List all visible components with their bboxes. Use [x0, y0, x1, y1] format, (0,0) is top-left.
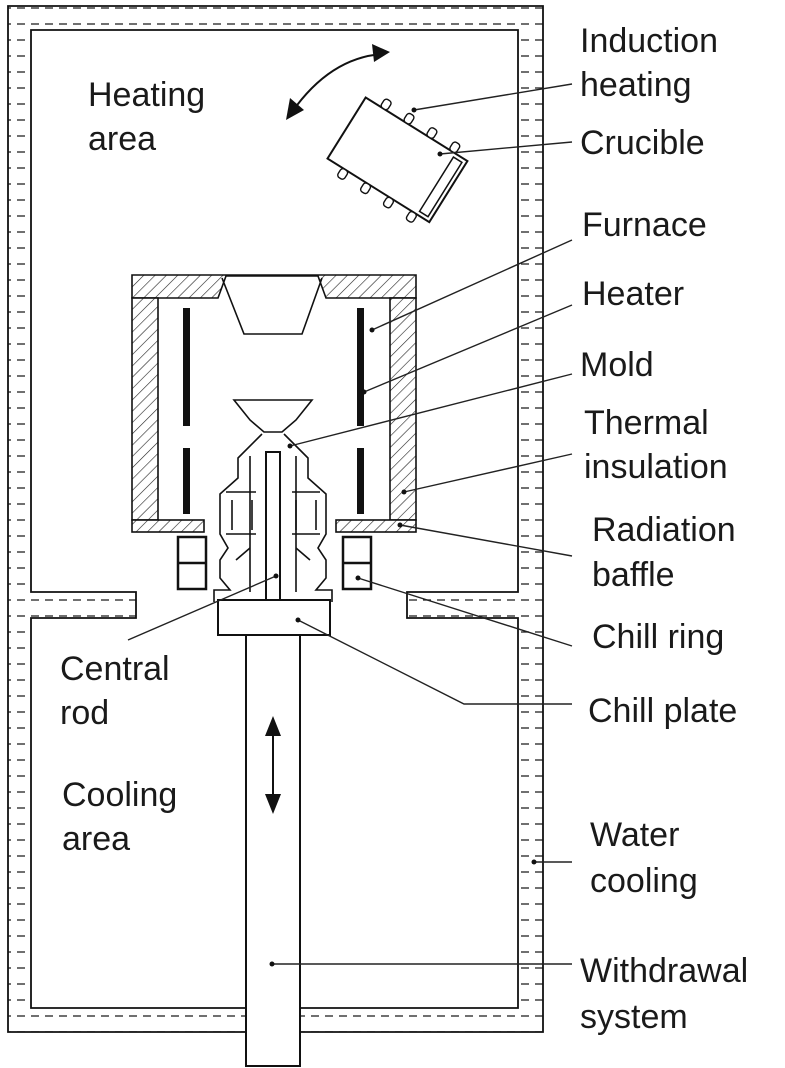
label-thermal-insulation: Thermal insulation [584, 404, 728, 486]
withdrawal-shaft [245, 634, 301, 1067]
label-chill-ring: Chill ring [592, 618, 724, 656]
tilt-arrow-icon [286, 44, 390, 120]
label-chill-plate: Chill plate [588, 692, 737, 730]
induction-coil [337, 98, 461, 223]
mold [213, 399, 333, 602]
label-cooling-area: Cooling area [62, 776, 187, 858]
label-water-cooling: Water cooling [590, 816, 698, 900]
label-central-rod: Central rod [60, 650, 179, 732]
heater [183, 308, 364, 514]
label-mold: Mold [580, 346, 654, 384]
label-radiation-baffle: Radiation baffle [592, 511, 745, 594]
label-induction-heating: Induction heating [580, 22, 727, 104]
label-heater: Heater [582, 275, 684, 313]
label-furnace: Furnace [582, 206, 707, 244]
up-down-arrow-icon [265, 716, 281, 814]
label-crucible: Crucible [580, 124, 705, 162]
furnace [131, 274, 417, 533]
label-heating-area: Heating area [88, 76, 215, 158]
label-withdrawal-system: Withdrawal system [580, 952, 758, 1036]
leader-lines [127, 83, 573, 967]
crucible [326, 96, 469, 224]
chill-plate [217, 599, 331, 636]
